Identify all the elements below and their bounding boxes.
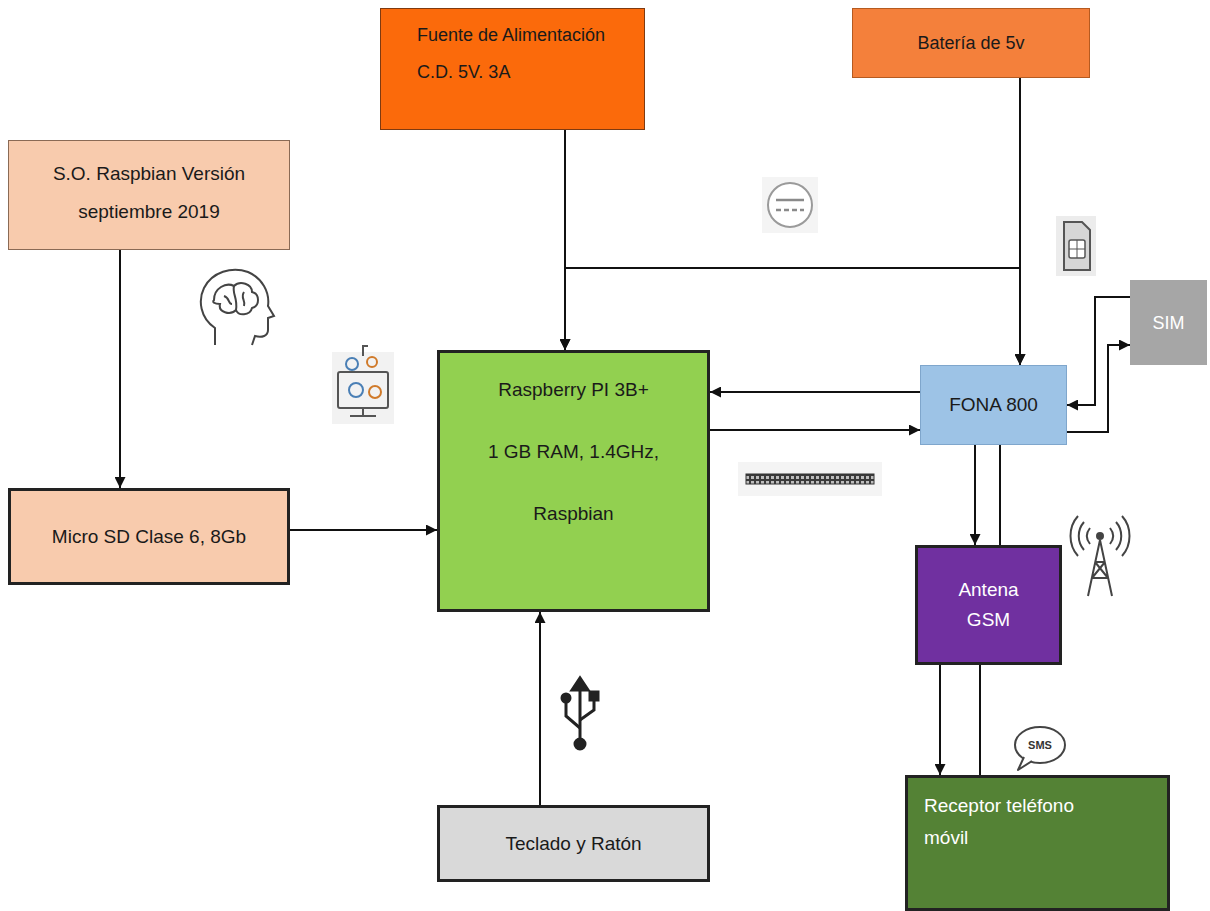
bubble-outline <box>1015 727 1065 763</box>
brain-outline <box>213 283 258 314</box>
monitor-stand <box>362 408 364 416</box>
connector-arrow <box>710 391 920 393</box>
keyboard-mouse-box: Teclado y Ratón <box>437 805 710 882</box>
node-title: Fuente de Alimentación C.D. 5V. 3A <box>417 17 634 91</box>
connector-arrow <box>939 665 941 775</box>
usb-square <box>590 692 598 700</box>
node-title: Raspberry PI 3B+ <box>498 359 649 421</box>
connector-arrow <box>539 612 541 805</box>
gear <box>349 383 363 397</box>
antenna-tower-icon <box>1071 516 1130 596</box>
brain-head-icon <box>201 270 274 345</box>
usb-symbol <box>562 678 598 749</box>
os-box: S.O. Raspbian Versión septiembre 2019 <box>8 140 290 250</box>
tower-top <box>1097 533 1103 539</box>
radio-wave <box>1087 528 1113 544</box>
antenna-box: Antena GSM <box>915 545 1062 665</box>
gear <box>369 386 381 398</box>
node-title: Micro SD Clase 6, 8Gb <box>52 524 246 550</box>
sim-card-icon <box>1056 216 1096 276</box>
connector-arrow <box>290 529 437 531</box>
connector-arrow <box>1067 297 1130 405</box>
connector-arrow <box>565 130 1020 365</box>
node-title: Batería de 5v <box>917 31 1024 55</box>
usb-branch <box>580 700 594 720</box>
raspberry-pi-box: Raspberry PI 3B+1 GB RAM, 1.4GHz, Raspbi… <box>437 350 710 612</box>
hand-tool <box>363 346 368 356</box>
gear <box>346 358 358 370</box>
usb-head <box>572 678 588 690</box>
node-title: SIM <box>1152 311 1184 335</box>
radio-wave <box>1071 516 1130 556</box>
node-detail: 1 GB RAM, 1.4GHz, Raspbian <box>484 421 664 545</box>
node-title: FONA 800 <box>949 393 1038 417</box>
power-supply-box: Fuente de Alimentación C.D. 5V. 3A <box>380 8 645 130</box>
icon-ground <box>762 177 818 233</box>
usb-branch <box>566 702 580 728</box>
pin-header <box>746 474 874 484</box>
tower-lattice <box>1088 540 1112 596</box>
gpio-header-icon <box>738 462 882 496</box>
connector-arrow <box>710 429 920 431</box>
connector-arrow <box>1019 78 1021 365</box>
node-title: Teclado y Ratón <box>505 831 641 857</box>
bubble-tail <box>1018 757 1032 770</box>
computer-gears-icon <box>332 346 394 424</box>
connector-arrow <box>974 445 976 545</box>
sms-bubble-icon <box>1015 727 1065 770</box>
usb-dot <box>562 694 570 702</box>
head-outline <box>201 270 274 345</box>
sms-text: SMS <box>1015 737 1065 753</box>
sim-chip <box>1077 240 1078 258</box>
phone-receiver-box: Receptor teléfono móvil <box>905 775 1170 911</box>
radio-wave <box>1079 522 1122 550</box>
connector-arrow <box>119 250 121 488</box>
brain-fold <box>224 286 244 310</box>
storage-box: Micro SD Clase 6, 8Gb <box>8 488 290 585</box>
monitor-stand <box>350 415 376 417</box>
icon-ground <box>1056 216 1096 276</box>
usb-dot <box>575 739 585 749</box>
icon-ground <box>738 462 882 496</box>
sim-outline <box>1064 222 1090 270</box>
icon-line <box>776 209 804 212</box>
sim-box: SIM <box>1130 280 1207 365</box>
monitor-outline <box>338 372 388 408</box>
node-title: Antena GSM <box>944 575 1034 635</box>
sim-chip <box>1069 240 1085 258</box>
connector-arrow <box>1067 345 1130 432</box>
dc-power-icon <box>762 177 818 233</box>
icon-ground <box>332 352 394 424</box>
icon-ring <box>768 183 812 227</box>
node-title: S.O. Raspbian Versión septiembre 2019 <box>21 155 277 231</box>
gear <box>367 357 377 367</box>
icon-line <box>776 199 804 202</box>
node-title: Receptor teléfono móvil <box>924 790 1084 854</box>
battery-box: Batería de 5v <box>852 8 1090 78</box>
gsm-module-box: FONA 800 <box>920 365 1067 445</box>
